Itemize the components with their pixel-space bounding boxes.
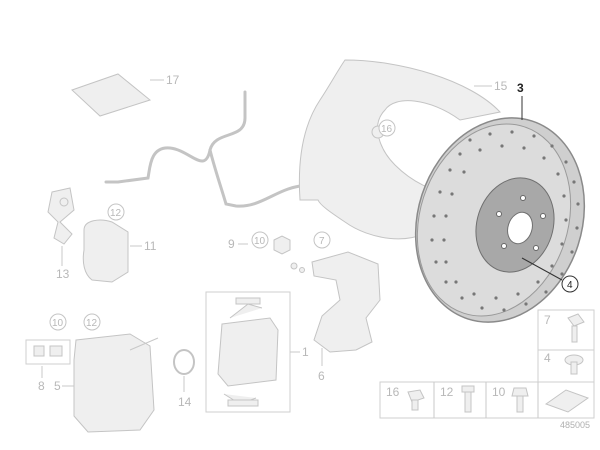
- legend-7-label: 7: [544, 313, 551, 327]
- callout-3: 3: [517, 81, 524, 95]
- callout-10-mid-label: 10: [254, 236, 266, 247]
- part-14-seal-ring[interactable]: 14: [173, 349, 195, 409]
- callout-4-label: 4: [567, 280, 573, 291]
- callout-5: 5: [54, 379, 61, 393]
- legend-12-label: 12: [440, 385, 454, 399]
- callout-13: 13: [56, 267, 70, 281]
- legend-4-label: 4: [544, 351, 551, 365]
- part-17-grease-packet[interactable]: 17: [71, 73, 180, 117]
- legend-nut-16-icon: [407, 389, 425, 411]
- callout-8: 8: [38, 379, 45, 393]
- callout-17: 17: [166, 73, 180, 87]
- part-6-caliper-carrier[interactable]: 7 6: [311, 231, 381, 383]
- callout-14: 14: [178, 395, 192, 409]
- part-5-brake-caliper[interactable]: 10 12 8 5: [25, 313, 159, 433]
- callout-1: 1: [302, 345, 309, 359]
- callout-15: 15: [494, 79, 508, 93]
- callout-6: 6: [318, 369, 325, 383]
- callout-9: 9: [228, 237, 235, 251]
- part-9-10-bolt[interactable]: 9 10: [228, 231, 305, 273]
- callout-7-label: 7: [319, 236, 325, 247]
- callout-16-circle-shield: 16: [378, 119, 396, 137]
- part-11-sensor-housing[interactable]: 12 11: [82, 203, 157, 283]
- callout-4-disc-screw: 4: [521, 257, 579, 293]
- callout-12-left-label: 12: [86, 318, 98, 329]
- part-3-brake-disc[interactable]: 3: [390, 81, 600, 344]
- callout-10-left-label: 10: [52, 318, 64, 329]
- legend-screw-4-icon: [564, 354, 584, 375]
- legend-10-label: 10: [492, 385, 506, 399]
- part-2-wear-sensor[interactable]: 2: [104, 90, 325, 208]
- part-1-brake-pad-set[interactable]: 1: [205, 291, 309, 413]
- part-13-bracket[interactable]: 13: [47, 187, 75, 281]
- legend-bolt-12-icon: [461, 385, 475, 413]
- fasteners-legend: 7 4 16 12 10: [379, 309, 595, 419]
- figure-id: 485005: [560, 420, 590, 430]
- legend-washer-icon: [544, 389, 590, 413]
- callout-12-top-label: 12: [110, 208, 122, 219]
- callout-16-label: 16: [381, 124, 393, 135]
- legend-16-label: 16: [386, 385, 400, 399]
- disc-drill-holes: [430, 130, 580, 312]
- legend-bolt-10-icon: [511, 387, 529, 413]
- callout-11: 11: [144, 239, 157, 253]
- legend-bolt-7-icon: [567, 313, 585, 343]
